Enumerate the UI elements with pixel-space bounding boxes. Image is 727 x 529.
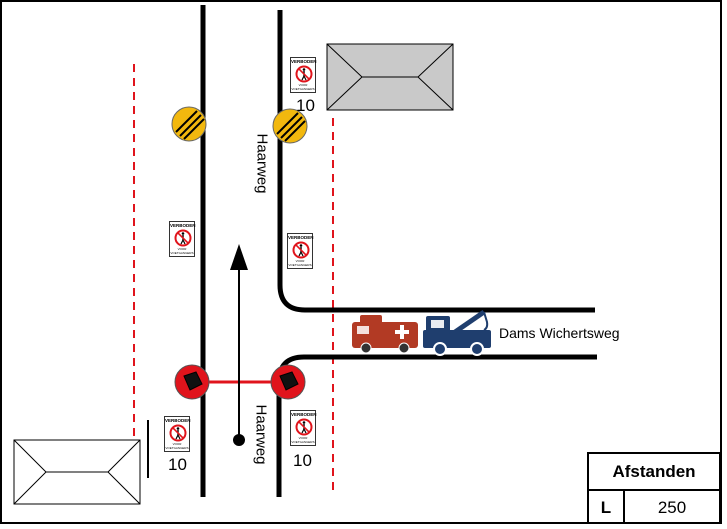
road-east-edge-north [277, 10, 595, 313]
no-pedestrians-icon [292, 241, 310, 259]
distances-table: Afstanden L 250 [587, 452, 721, 524]
sign-distance-bottom-left: 10 [168, 455, 187, 474]
no-pedestrians-icon [295, 65, 313, 83]
distances-table-title: Afstanden [589, 454, 719, 491]
building-bottom-left [13, 439, 141, 505]
no-pedestrians-sign-left: VERBODEN VOOR VOETGANGERS [169, 221, 196, 257]
yellow-sign-left [171, 106, 207, 142]
building-top-right [326, 43, 454, 111]
closure-sign-left [174, 364, 210, 400]
no-pedestrians-sign-right: VERBODEN VOOR VOETGANGERS [287, 233, 314, 269]
road-label-haarweg-south: Haarweg [252, 404, 270, 465]
no-pedestrians-sign-top-right: VERBODEN VOOR VOETGANGERS [290, 57, 317, 93]
tow-truck-icon [423, 309, 491, 356]
sign-distance-bottom-right: 10 [293, 451, 312, 470]
no-pedestrians-sign-bottom-right: VERBODEN VOOR VOETGANGERS [290, 410, 317, 446]
closure-sign-right [270, 364, 306, 400]
ambulance-icon [352, 315, 418, 354]
no-pedestrians-icon [295, 418, 313, 436]
road-label-haarweg-north: Haarweg [253, 133, 271, 194]
sign-distance-top-right: 10 [296, 96, 315, 115]
direction-arrow-start [233, 434, 245, 446]
no-pedestrians-icon [174, 229, 192, 247]
no-pedestrians-icon [169, 424, 187, 442]
road-label-dams-wichertsweg: Dams Wichertsweg [499, 325, 620, 341]
distances-table-key: L [589, 491, 625, 524]
distances-table-value: 250 [657, 498, 687, 517]
road-east-edge-south [276, 354, 597, 497]
no-pedestrians-sign-bottom-left: VERBODEN VOOR VOETGANGERS [164, 416, 191, 452]
yellow-sign-right [272, 108, 308, 144]
direction-arrow-head [230, 244, 248, 270]
